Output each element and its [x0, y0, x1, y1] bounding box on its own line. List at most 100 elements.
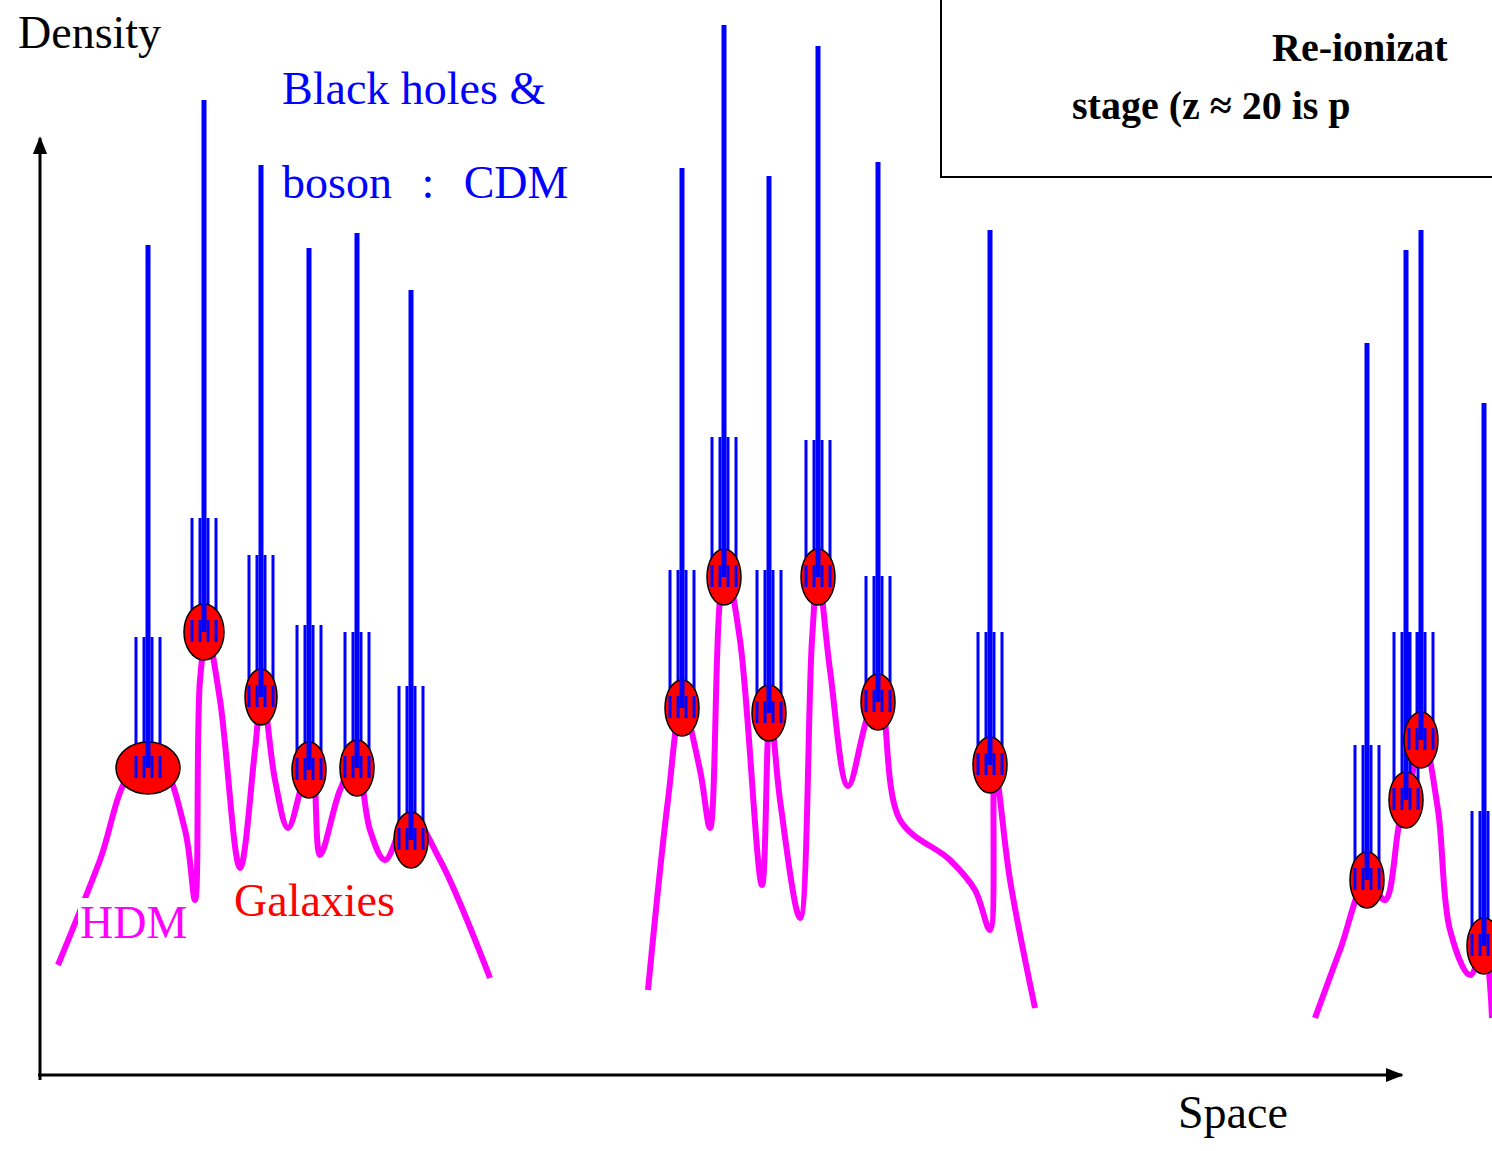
cdm-spike — [813, 565, 816, 587]
cdm-spike — [756, 701, 759, 723]
hdm-curve — [58, 635, 490, 978]
black-hole-spike — [680, 168, 685, 708]
cdm-spike — [821, 565, 824, 587]
galaxy-group — [1404, 230, 1438, 768]
cdm-spike — [143, 756, 146, 778]
cdm-spike — [772, 701, 775, 723]
cdm-spike — [159, 637, 162, 778]
cdm-spike — [764, 701, 767, 723]
cdm-spike — [296, 758, 299, 780]
cdm-spike — [1416, 728, 1419, 750]
galaxy — [1467, 918, 1492, 974]
cdm-spike — [159, 756, 162, 778]
cdm-spike — [151, 637, 154, 778]
stage-box: Re-ionizatstage (z ≈ 20 is p — [940, 0, 1492, 178]
cdm-spike — [1416, 632, 1419, 750]
cdm-spike — [1370, 868, 1373, 890]
black-hole-spike — [355, 233, 360, 768]
cdm-spike — [1362, 868, 1365, 890]
black-hole-spike — [988, 230, 993, 765]
cdm-spike — [414, 828, 417, 850]
cdm-spike — [360, 756, 363, 778]
cdm-spike — [1471, 934, 1474, 956]
cdm-spike — [199, 518, 202, 642]
black-hole-spike — [722, 25, 727, 577]
cdm-spike — [191, 620, 194, 642]
cdm-spike — [207, 620, 210, 642]
cdm-spike — [1378, 868, 1381, 890]
cdm-spike — [344, 632, 347, 778]
cdm-spike — [344, 756, 347, 778]
cdm-spike — [1409, 788, 1412, 810]
cdm-spike — [1487, 811, 1490, 956]
cdm-spike — [1424, 728, 1427, 750]
axis-label: Space — [1176, 1088, 1290, 1139]
cdm-spike — [780, 701, 783, 723]
black-hole-spike — [1419, 230, 1424, 740]
cdm-spike — [135, 637, 138, 778]
cdm-spike — [985, 632, 988, 775]
hdm-label: HDM — [78, 898, 189, 949]
cdm-spike — [685, 696, 688, 718]
cdm-label: Black holes & — [280, 64, 547, 115]
cdm-spike — [135, 756, 138, 778]
cdm-spike — [865, 690, 868, 712]
galaxy-group — [752, 176, 786, 741]
cdm-spike — [248, 685, 251, 707]
cdm-spike — [1479, 811, 1482, 956]
black-hole-spike — [767, 176, 772, 713]
black-hole-spike — [307, 248, 312, 770]
cdm-spike — [304, 758, 307, 780]
cdm-spike — [1471, 811, 1474, 956]
cdm-spike — [873, 576, 876, 712]
galaxy-group — [1350, 343, 1384, 908]
black-hole-spike — [259, 165, 264, 697]
cdm-spike — [1408, 728, 1411, 750]
cdm-spike — [1362, 745, 1365, 890]
black-hole-spike — [1404, 250, 1409, 800]
cdm-spike — [143, 637, 146, 778]
cdm-spike — [1408, 632, 1411, 750]
cdm-spike — [368, 756, 371, 778]
black-hole-spike — [816, 46, 821, 577]
cdm-spike — [1354, 868, 1357, 890]
cdm-spike — [1417, 788, 1420, 810]
cdm-spike — [207, 518, 210, 642]
axis-label: Density — [16, 8, 163, 59]
cdm-spike — [422, 828, 425, 850]
cdm-spike — [993, 632, 996, 775]
cdm-spike — [805, 565, 808, 587]
cdm-spike — [977, 753, 980, 775]
cdm-spike — [398, 828, 401, 850]
galaxy-group — [394, 290, 428, 868]
cdm-spike — [1432, 728, 1435, 750]
cdm-spike — [1370, 745, 1373, 890]
cdm-spike — [368, 632, 371, 778]
cdm-spike — [889, 690, 892, 712]
cdm-spike — [669, 696, 672, 718]
cdm-spike — [1001, 632, 1004, 775]
cdm-spike — [711, 565, 714, 587]
black-hole-spike — [1365, 343, 1370, 880]
cdm-spike — [352, 632, 355, 778]
cdm-spike — [1001, 753, 1004, 775]
cdm-spike — [881, 576, 884, 712]
cdm-spike — [1393, 788, 1396, 810]
black-hole-spike — [1482, 403, 1487, 946]
cdm-spike — [1401, 788, 1404, 810]
cdm-spike — [1424, 632, 1427, 750]
cdm-spike — [215, 620, 218, 642]
galaxy-group — [1467, 403, 1492, 974]
cdm-spike — [320, 758, 323, 780]
cdm-spike — [264, 685, 267, 707]
galaxy-group — [861, 162, 895, 730]
cdm-spike — [727, 565, 730, 587]
cdm-spike — [360, 632, 363, 778]
cdm-spike — [993, 753, 996, 775]
space-axis — [38, 1074, 1402, 1077]
black-hole-spike — [409, 290, 414, 840]
cdm-spike — [312, 758, 315, 780]
cdm-spike — [272, 685, 275, 707]
density-axis — [39, 138, 42, 1080]
galaxy-group — [801, 46, 835, 605]
